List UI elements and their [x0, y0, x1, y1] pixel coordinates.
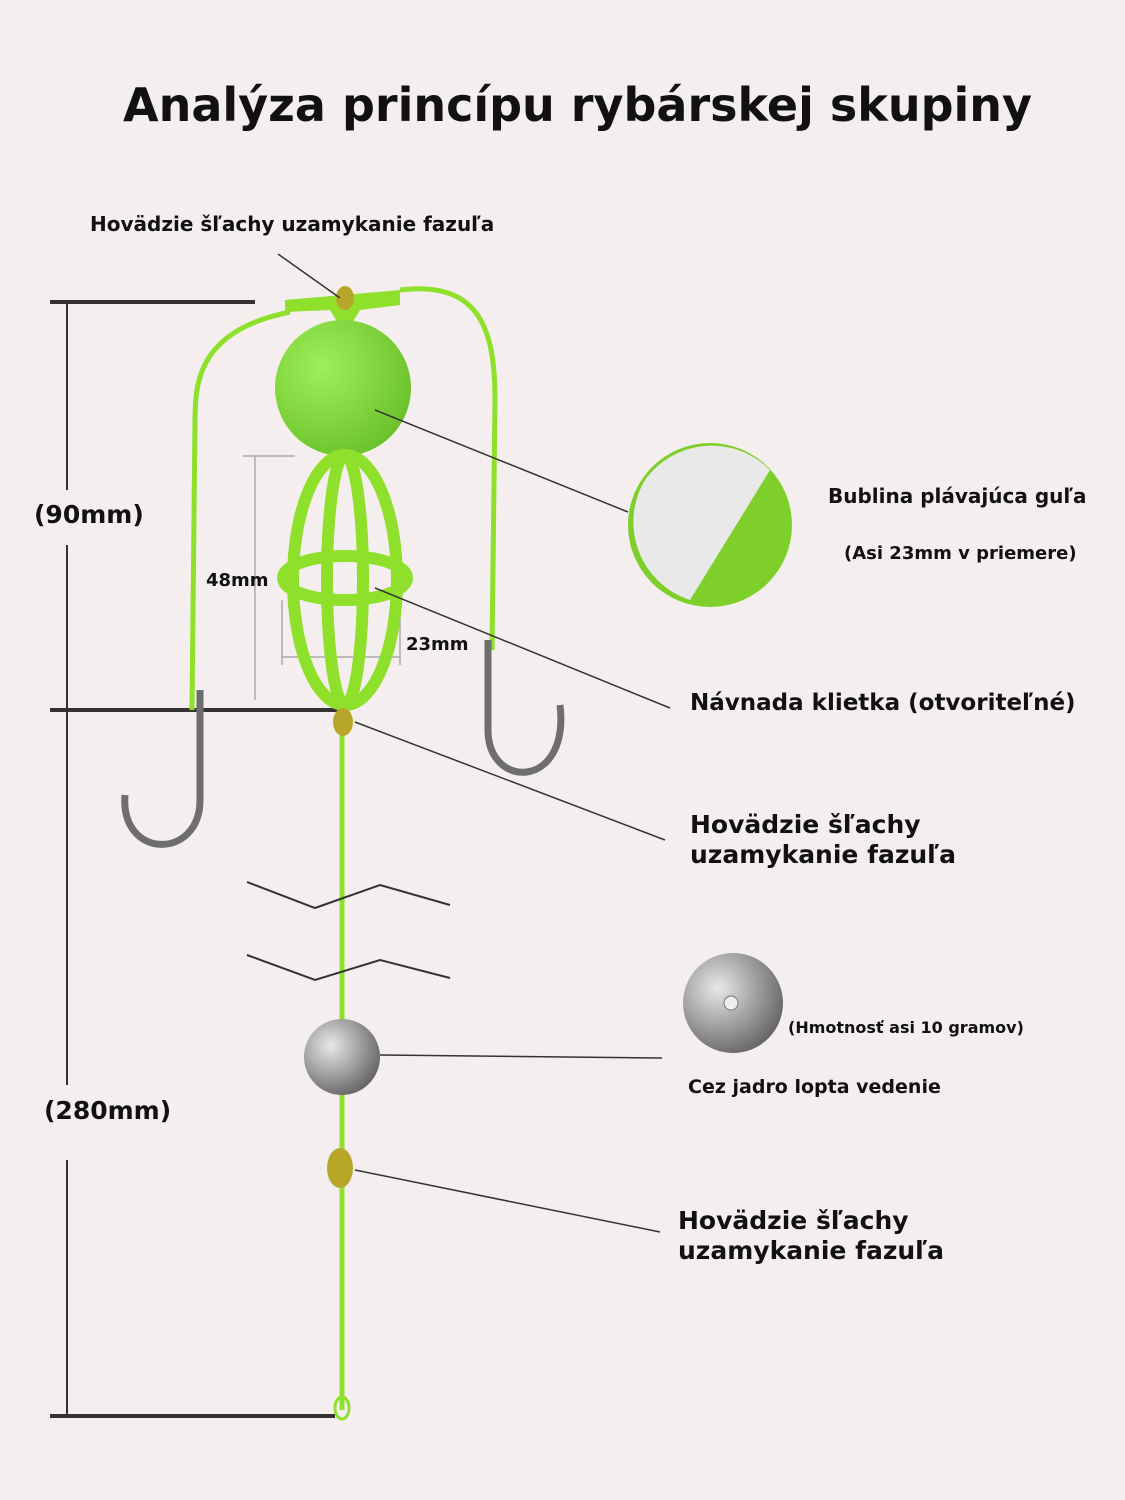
mid-lock-line1: Hovädzie šľachy — [690, 810, 921, 839]
top-connector — [285, 290, 400, 335]
top-lock-bean — [336, 286, 354, 310]
cage-label: Návnada klietka (otvoriteľné) — [690, 690, 1076, 716]
leader-lines — [277, 253, 671, 1233]
top-lock-label: Hovädzie šľachy uzamykanie fazuľa — [90, 212, 495, 236]
lead-ball — [304, 1019, 380, 1095]
weight-label: (Hmotnosť asi 10 gramov) — [788, 1018, 1024, 1037]
float-ball — [275, 320, 411, 456]
mid-lock-line2: uzamykanie fazuľa — [690, 840, 957, 869]
cage-width-label: 23mm — [406, 634, 469, 655]
break-marks — [246, 881, 451, 982]
dimension-lower: (280mm) — [44, 1096, 172, 1125]
end-loop — [333, 1395, 351, 1421]
lock-bean-low — [327, 1148, 353, 1188]
low-lock-line1: Hovädzie šľachy — [678, 1206, 909, 1235]
page-title: Analýza princípu rybárskej skupiny — [122, 78, 1033, 132]
dimension-lines — [50, 300, 340, 1418]
float-label: Bublina plávajúca guľa — [828, 484, 1087, 508]
dimension-upper: (90mm) — [34, 500, 144, 529]
lock-bean-mid — [333, 708, 353, 736]
bait-cage — [277, 449, 413, 711]
low-lock-line2: uzamykanie fazuľa — [678, 1236, 945, 1265]
hooks — [121, 640, 565, 848]
lead-label: Cez jadro lopta vedenie — [688, 1076, 941, 1098]
cage-height-label: 48mm — [206, 570, 269, 591]
float-size-label: (Asi 23mm v priemere) — [844, 543, 1077, 564]
